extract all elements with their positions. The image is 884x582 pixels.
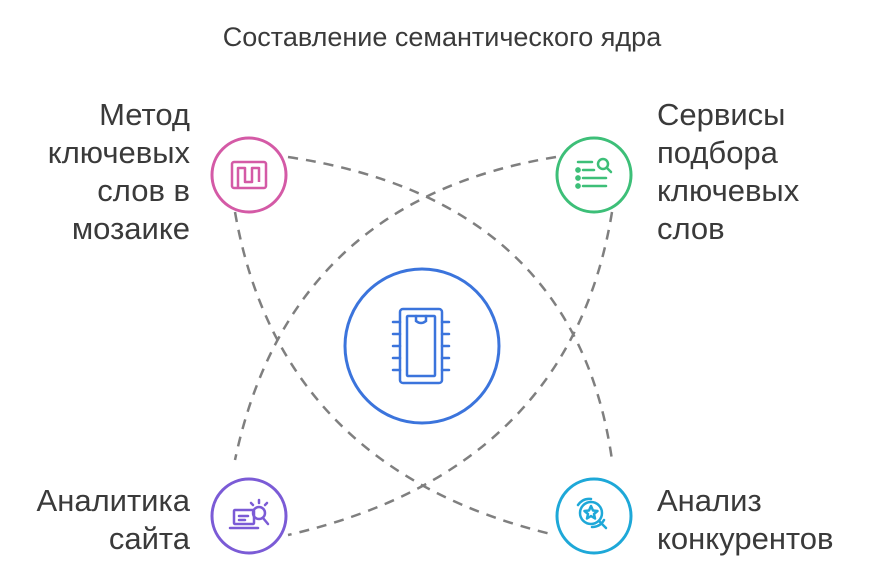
node-bottom-right	[555, 477, 633, 555]
connector-arc-tr-bl-inner	[287, 211, 614, 537]
chip-icon	[391, 307, 451, 385]
label-bottom-right-line: Анализ	[657, 483, 762, 518]
label-top-left-line: слов в	[97, 173, 190, 208]
label-top-left: Метод ключевых слов в мозаике	[48, 96, 190, 248]
label-bottom-right: Анализ конкурентов	[657, 482, 834, 558]
node-top-left	[210, 136, 288, 214]
label-top-left-line: мозаике	[71, 211, 190, 246]
star-search-icon	[576, 497, 608, 530]
label-top-right-line: слов	[657, 211, 725, 246]
label-top-right-line: ключевых	[657, 173, 800, 208]
label-top-right-line: подбора	[657, 135, 778, 170]
label-top-left-line: ключевых	[47, 135, 190, 170]
node-bottom-left	[210, 477, 288, 555]
connector-arcs	[233, 155, 614, 537]
center-node	[343, 267, 501, 425]
connector-arc-tl-br-inner	[233, 211, 556, 537]
label-bottom-right-line: конкурентов	[657, 521, 834, 556]
connector-arc-tl-br-outer	[287, 155, 614, 461]
connector-arc-tr-bl-outer	[233, 155, 557, 461]
node-top-right	[555, 136, 633, 214]
laptop-analytics-icon	[228, 498, 270, 530]
label-bottom-left-line: Аналитика	[36, 483, 190, 518]
list-search-icon	[575, 157, 613, 189]
diagram-title: Составление семантического ядра	[222, 22, 662, 52]
label-bottom-left: Аналитика сайта	[37, 482, 190, 558]
label-bottom-left-line: сайта	[108, 521, 190, 556]
label-top-left-line: Метод	[99, 97, 190, 132]
mosaic-icon	[230, 160, 268, 190]
label-top-right-line: Сервисы	[657, 97, 786, 132]
label-top-right: Сервисы подбора ключевых слов	[657, 96, 799, 248]
